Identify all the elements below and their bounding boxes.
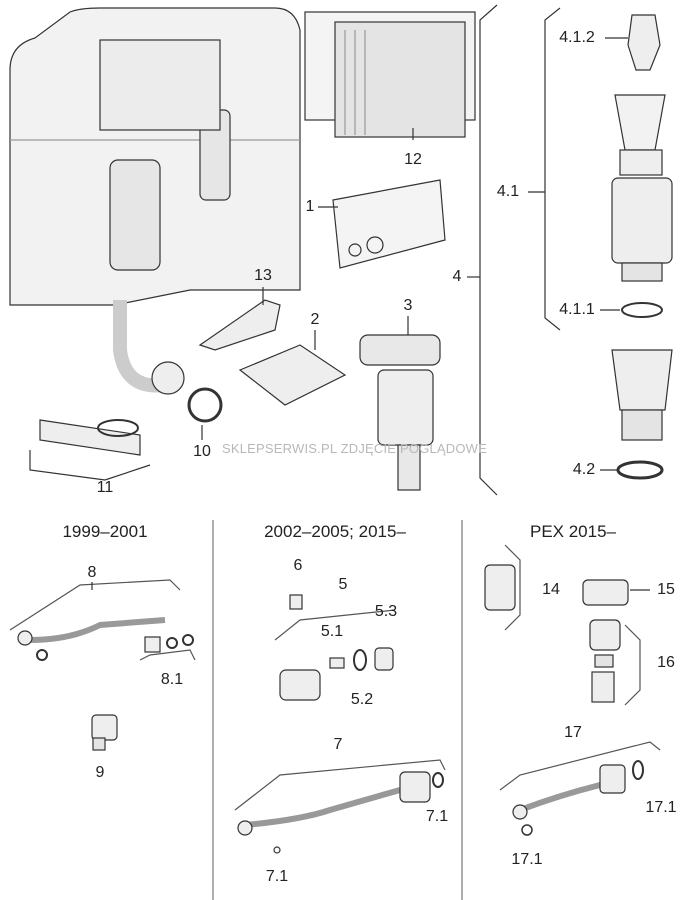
label-13: 13 [254,267,272,284]
label-17: 17 [564,724,582,741]
bracket-4-1 [544,7,561,331]
section-heading-1999-2001: 1999–2001 [62,522,148,541]
label-4-2: 4.2 [572,461,596,478]
part-5-valve-set [279,647,394,701]
part-7-hose [234,759,446,854]
label-5: 5 [338,576,348,593]
part-16-fittings [589,619,641,706]
label-5-3: 5.3 [374,603,398,620]
part-17-hose [499,741,661,836]
label-7: 7 [333,736,343,753]
part-8-1-fittings [139,634,196,661]
label-6: 6 [293,557,303,574]
part-4-1-flush-valve [600,94,673,318]
bracket-4 [479,4,498,496]
part-1-plate [318,179,446,269]
label-8: 8 [87,564,97,581]
label-17-1: 17.1 [511,851,543,868]
label-15: 15 [657,581,675,598]
label-5-1: 5.1 [320,623,344,640]
part-4-1-2 [627,14,661,71]
part-12-actuator-box [304,11,476,140]
label-16: 16 [657,654,675,671]
part-10-seal [187,387,223,423]
part-6-screw [289,594,303,610]
label-7-1: 7.1 [265,868,289,885]
watermark: SKLEPSERWIS.PL ZDJĘCIE POGLĄDOWE [222,441,488,456]
part-13-bracket [198,299,281,351]
part-8-hose [9,579,181,661]
section-heading-2002-2015: 2002–2005; 2015– [264,522,406,541]
label-4-1-1: 4.1.1 [559,301,595,318]
label-4: 4 [452,268,462,285]
label-12: 12 [404,151,422,168]
label-11: 11 [96,479,114,496]
part-9-adapter [91,714,118,751]
label-4-1-2: 4.1.2 [559,29,595,46]
label-1: 1 [305,198,315,215]
part-2-frame [238,344,347,406]
part-11-bracket [29,419,151,481]
label-7-1: 7.1 [425,808,449,825]
label-14: 14 [542,581,560,598]
label-9: 9 [95,764,105,781]
label-8-1: 8.1 [160,671,184,688]
label-5-2: 5.2 [350,691,374,708]
part-14-fitting [484,544,521,631]
label-2: 2 [310,311,320,328]
part-3-fill-valve [359,316,441,491]
label-4-1: 4.1 [496,183,520,200]
cistern-part [9,7,301,395]
label-17-1: 17.1 [645,799,677,816]
bracket-5 [274,609,396,641]
label-3: 3 [403,297,413,314]
label-10: 10 [193,443,211,460]
part-15-fitting [582,579,650,606]
section-heading-pex: PEX 2015– [529,522,617,541]
part-4-2-valve-body [600,349,673,480]
